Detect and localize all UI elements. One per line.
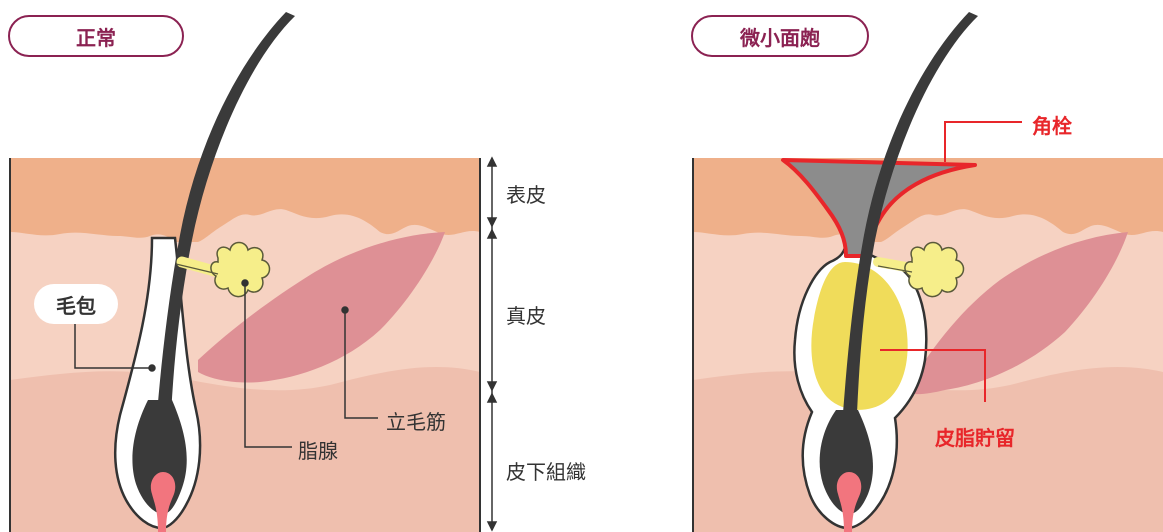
sebum-retention-label: 皮脂貯留 <box>935 422 1015 451</box>
arrector-pili-label: 立毛筋 <box>386 406 446 435</box>
subcutis-label: 皮下組織 <box>506 456 586 485</box>
dermis-label: 真皮 <box>506 300 546 329</box>
comedo-title-pill: 微小面皰 <box>691 15 869 57</box>
comedo-title: 微小面皰 <box>740 22 820 51</box>
normal-panel <box>10 12 496 532</box>
hair-follicle-bubble: 毛包 <box>34 284 118 324</box>
plug-leader-line <box>945 122 1022 162</box>
normal-title-pill: 正常 <box>8 15 184 57</box>
hair-follicle-label: 毛包 <box>56 290 96 319</box>
normal-title: 正常 <box>76 22 116 51</box>
depth-scale <box>488 158 496 530</box>
sebaceous-gland-label: 脂腺 <box>298 435 338 464</box>
keratin-plug-label: 角栓 <box>1032 110 1072 139</box>
comedo-panel <box>693 12 1163 532</box>
epidermis-label: 表皮 <box>506 179 546 208</box>
